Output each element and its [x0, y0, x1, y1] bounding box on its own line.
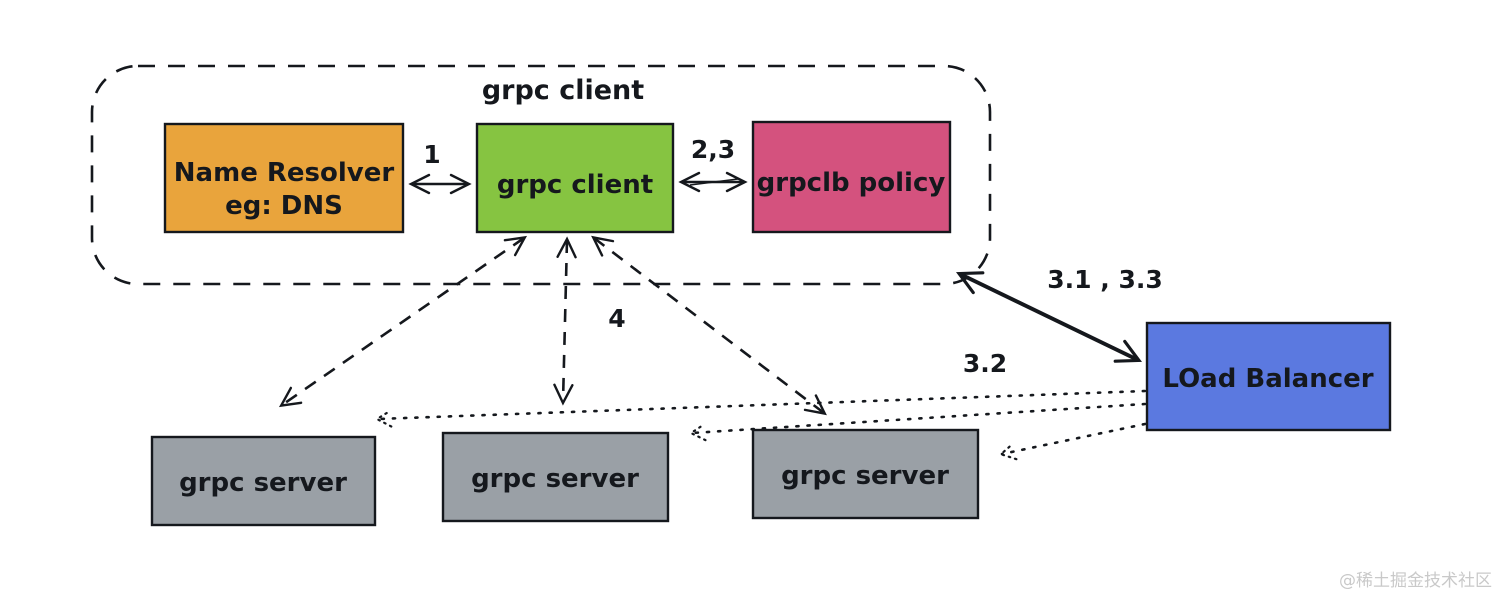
edge-label-3-2: 3.2 — [963, 349, 1007, 378]
node-grpclb-policy-box — [751, 120, 952, 234]
node-grpc-server-3-box — [751, 428, 980, 520]
node-grpclb-policy-label: grpclb policy — [757, 168, 946, 198]
edge-lb-server3: 3.2 — [963, 349, 1147, 454]
node-grpc-client-box — [475, 122, 675, 234]
node-grpc-server-2-box — [441, 431, 670, 523]
node-name-resolver-label-line2: eg: DNS — [225, 191, 343, 221]
node-grpc-server-1-box — [150, 435, 377, 527]
edge-client-policy: 2,3 — [678, 135, 748, 193]
node-load-balancer: LOad Balancer — [1145, 321, 1392, 432]
edge-label-4: 4 — [608, 304, 625, 333]
node-grpc-client-label: grpc client — [497, 170, 653, 200]
node-grpc-server-1: grpc server — [150, 435, 377, 527]
node-grpc-server-1-label: grpc server — [179, 468, 347, 498]
edge-label-2-3: 2,3 — [691, 135, 735, 164]
edge-client-server3 — [591, 235, 827, 416]
edge-lb-server1 — [378, 389, 1147, 419]
node-grpc-server-3: grpc server — [751, 428, 980, 520]
edge-label-1: 1 — [423, 140, 440, 169]
edge-client-server1 — [278, 235, 528, 408]
node-grpclb-policy: grpclb policy — [751, 120, 952, 234]
node-grpc-server-2: grpc server — [441, 431, 670, 523]
edge-client-loadbalancer: 3.1 , 3.3 — [955, 265, 1163, 363]
edge-label-3-1-3-3: 3.1 , 3.3 — [1047, 265, 1162, 294]
node-load-balancer-label: LOad Balancer — [1162, 364, 1373, 394]
node-name-resolver-box — [163, 122, 405, 234]
edge-lb-server2 — [692, 402, 1147, 433]
node-name-resolver: Name Resolver eg: DNS — [163, 122, 405, 234]
node-load-balancer-box — [1145, 321, 1392, 432]
grpc-client-container-label: grpc client — [482, 75, 644, 106]
edge-resolver-client: 1 — [408, 140, 472, 195]
node-grpc-server-3-label: grpc server — [781, 461, 949, 491]
node-grpc-client: grpc client — [475, 122, 675, 234]
edge-client-server2: 4 — [553, 236, 626, 406]
node-name-resolver-label-line1: Name Resolver — [174, 158, 395, 188]
node-grpc-server-2-label: grpc server — [471, 464, 639, 494]
watermark-text: @稀土掘金技术社区 — [1339, 571, 1492, 591]
grpc-client-container: grpc client — [90, 64, 992, 286]
grpc-client-container-border — [90, 64, 992, 286]
